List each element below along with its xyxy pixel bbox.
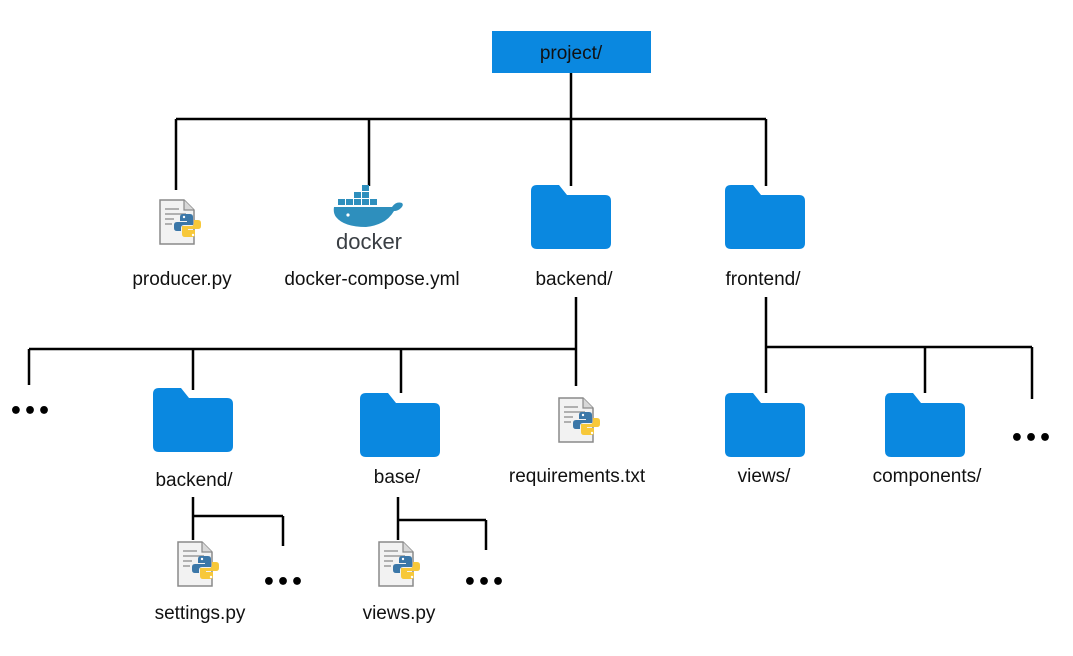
ellipsis-icon: •••	[262, 570, 304, 595]
backend-more-node: •••	[9, 399, 51, 424]
root-label: project/	[540, 43, 603, 64]
docker-compose-label: docker-compose.yml	[284, 269, 459, 290]
python-file-icon	[558, 397, 601, 443]
base-label: base/	[374, 467, 421, 488]
settings-label: settings.py	[155, 603, 246, 624]
folder-icon	[725, 185, 805, 249]
docker-node: docker docker-compose.yml	[284, 185, 460, 290]
settings-more-node: •••	[262, 570, 304, 595]
backend-inner-label: backend/	[155, 470, 233, 491]
folder-icon	[153, 388, 233, 452]
backend-label: backend/	[535, 269, 613, 290]
folder-icon	[360, 393, 440, 457]
requirements-node: requirements.txt	[509, 397, 646, 487]
producer-node: producer.py	[132, 199, 232, 290]
components-label: components/	[873, 466, 983, 487]
tree-edges	[27, 73, 1034, 550]
views-folder-node: views/	[725, 393, 805, 487]
settings-node: settings.py	[155, 541, 246, 624]
folder-icon	[885, 393, 965, 457]
backend-inner-node: backend/	[153, 388, 233, 491]
ellipsis-icon: •••	[9, 399, 51, 424]
frontend-more-node: •••	[1010, 426, 1052, 451]
base-more-node: •••	[463, 570, 505, 595]
views-folder-label: views/	[738, 466, 792, 487]
views-py-node: views.py	[363, 541, 436, 624]
producer-label: producer.py	[132, 269, 232, 290]
python-file-icon	[177, 541, 220, 587]
frontend-label: frontend/	[726, 269, 802, 290]
ellipsis-icon: •••	[1010, 426, 1052, 451]
folder-icon	[531, 185, 611, 249]
ellipsis-icon: •••	[463, 570, 505, 595]
base-node: base/	[360, 393, 440, 488]
frontend-node: frontend/	[725, 185, 805, 290]
docker-logo-text: docker	[336, 229, 402, 254]
root-box	[492, 31, 651, 73]
requirements-label: requirements.txt	[509, 466, 646, 487]
root-node: project/	[492, 31, 651, 73]
views-py-label: views.py	[363, 603, 436, 624]
python-file-icon	[159, 199, 202, 245]
backend-node: backend/	[531, 185, 613, 290]
folder-icon	[725, 393, 805, 457]
python-file-icon	[378, 541, 421, 587]
components-node: components/	[873, 393, 983, 487]
docker-icon: docker	[333, 185, 403, 254]
